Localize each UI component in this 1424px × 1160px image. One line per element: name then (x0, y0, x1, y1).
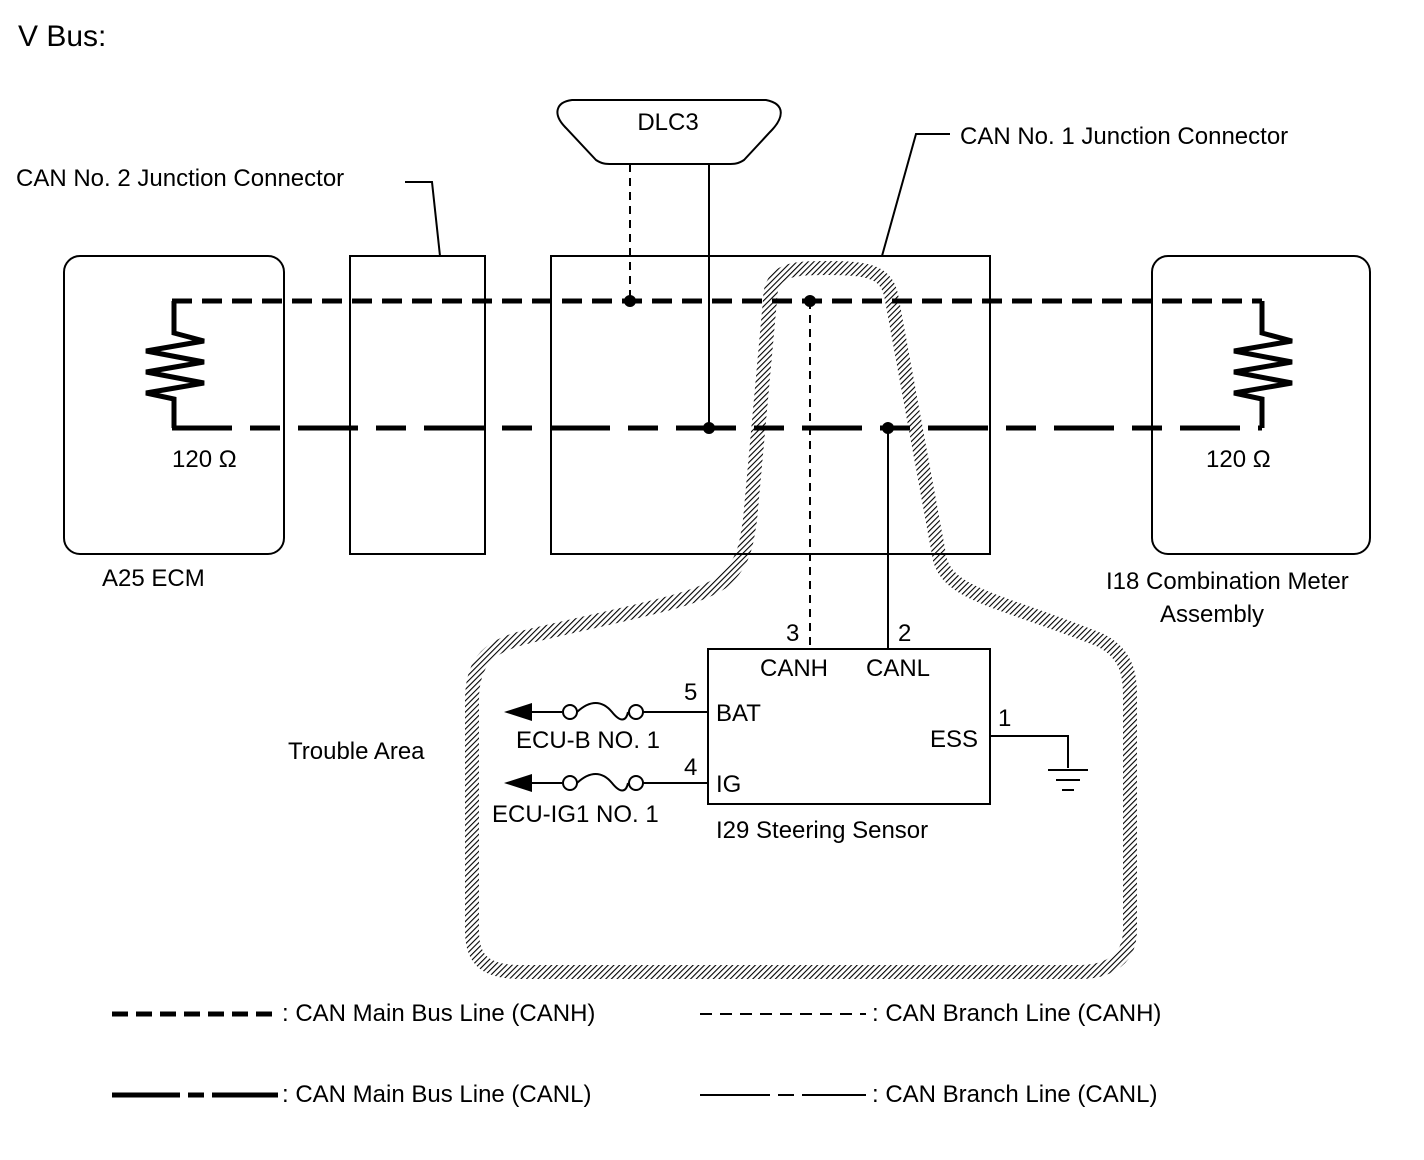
pin-ess-label: ESS (930, 726, 978, 753)
pin-ess-number: 1 (998, 705, 1011, 732)
ecm-resistor-label: 120 Ω (172, 446, 237, 473)
junction2-leader (405, 181, 441, 257)
legend-main-canh-label: : CAN Main Bus Line (CANH) (282, 1000, 595, 1027)
ecu-ig1-fuse-label: ECU-IG1 NO. 1 (492, 801, 659, 828)
meter-resistor (1233, 301, 1293, 428)
junction1-label: CAN No. 1 Junction Connector (960, 123, 1288, 150)
trouble-area-label: Trouble Area (288, 738, 425, 765)
meter-label-line1: I18 Combination Meter (1106, 568, 1349, 595)
junction2-box (349, 255, 486, 555)
pin-canh-number: 3 (786, 620, 799, 647)
ecu-b-fuse (504, 702, 708, 721)
ground-icon (990, 735, 1088, 791)
legend-main-canl-label: : CAN Main Bus Line (CANL) (282, 1081, 591, 1108)
dlc3-canh-junction (624, 295, 636, 307)
junction1-box (550, 255, 991, 555)
pin-canl-number: 2 (898, 620, 911, 647)
pin-ig-label: IG (716, 771, 741, 798)
pin-canh-label: CANH (760, 655, 828, 682)
ecm-box (63, 255, 285, 555)
meter-box (1151, 255, 1371, 555)
steering-sensor-label: I29 Steering Sensor (716, 817, 928, 844)
pin-bat-label: BAT (716, 700, 761, 727)
meter-resistor-label: 120 Ω (1206, 446, 1271, 473)
trouble-area-outline (465, 261, 1137, 979)
ecm-label: A25 ECM (102, 565, 205, 592)
ecm-resistor (145, 301, 205, 428)
pin-bat-number: 5 (684, 679, 697, 706)
meter-label-line2: Assembly (1160, 601, 1264, 628)
dlc3-connector (556, 99, 782, 165)
steering-sensor-box (707, 648, 991, 805)
legend-branch-canh-label: : CAN Branch Line (CANH) (872, 1000, 1161, 1027)
sensor-canh-junction (804, 295, 816, 307)
pin-canl-label: CANL (866, 655, 930, 682)
sensor-canl-junction (882, 422, 894, 434)
dlc3-canl-junction (703, 422, 715, 434)
junction2-label: CAN No. 2 Junction Connector (16, 165, 344, 192)
pin-ig-number: 4 (684, 754, 697, 781)
legend-branch-canl-label: : CAN Branch Line (CANL) (872, 1081, 1157, 1108)
ecu-b-fuse-label: ECU-B NO. 1 (516, 727, 660, 754)
dlc3-label: DLC3 (637, 109, 698, 136)
ecu-ig1-fuse (504, 773, 708, 792)
diagram-title: V Bus: (18, 20, 106, 53)
junction1-leader (881, 133, 950, 257)
